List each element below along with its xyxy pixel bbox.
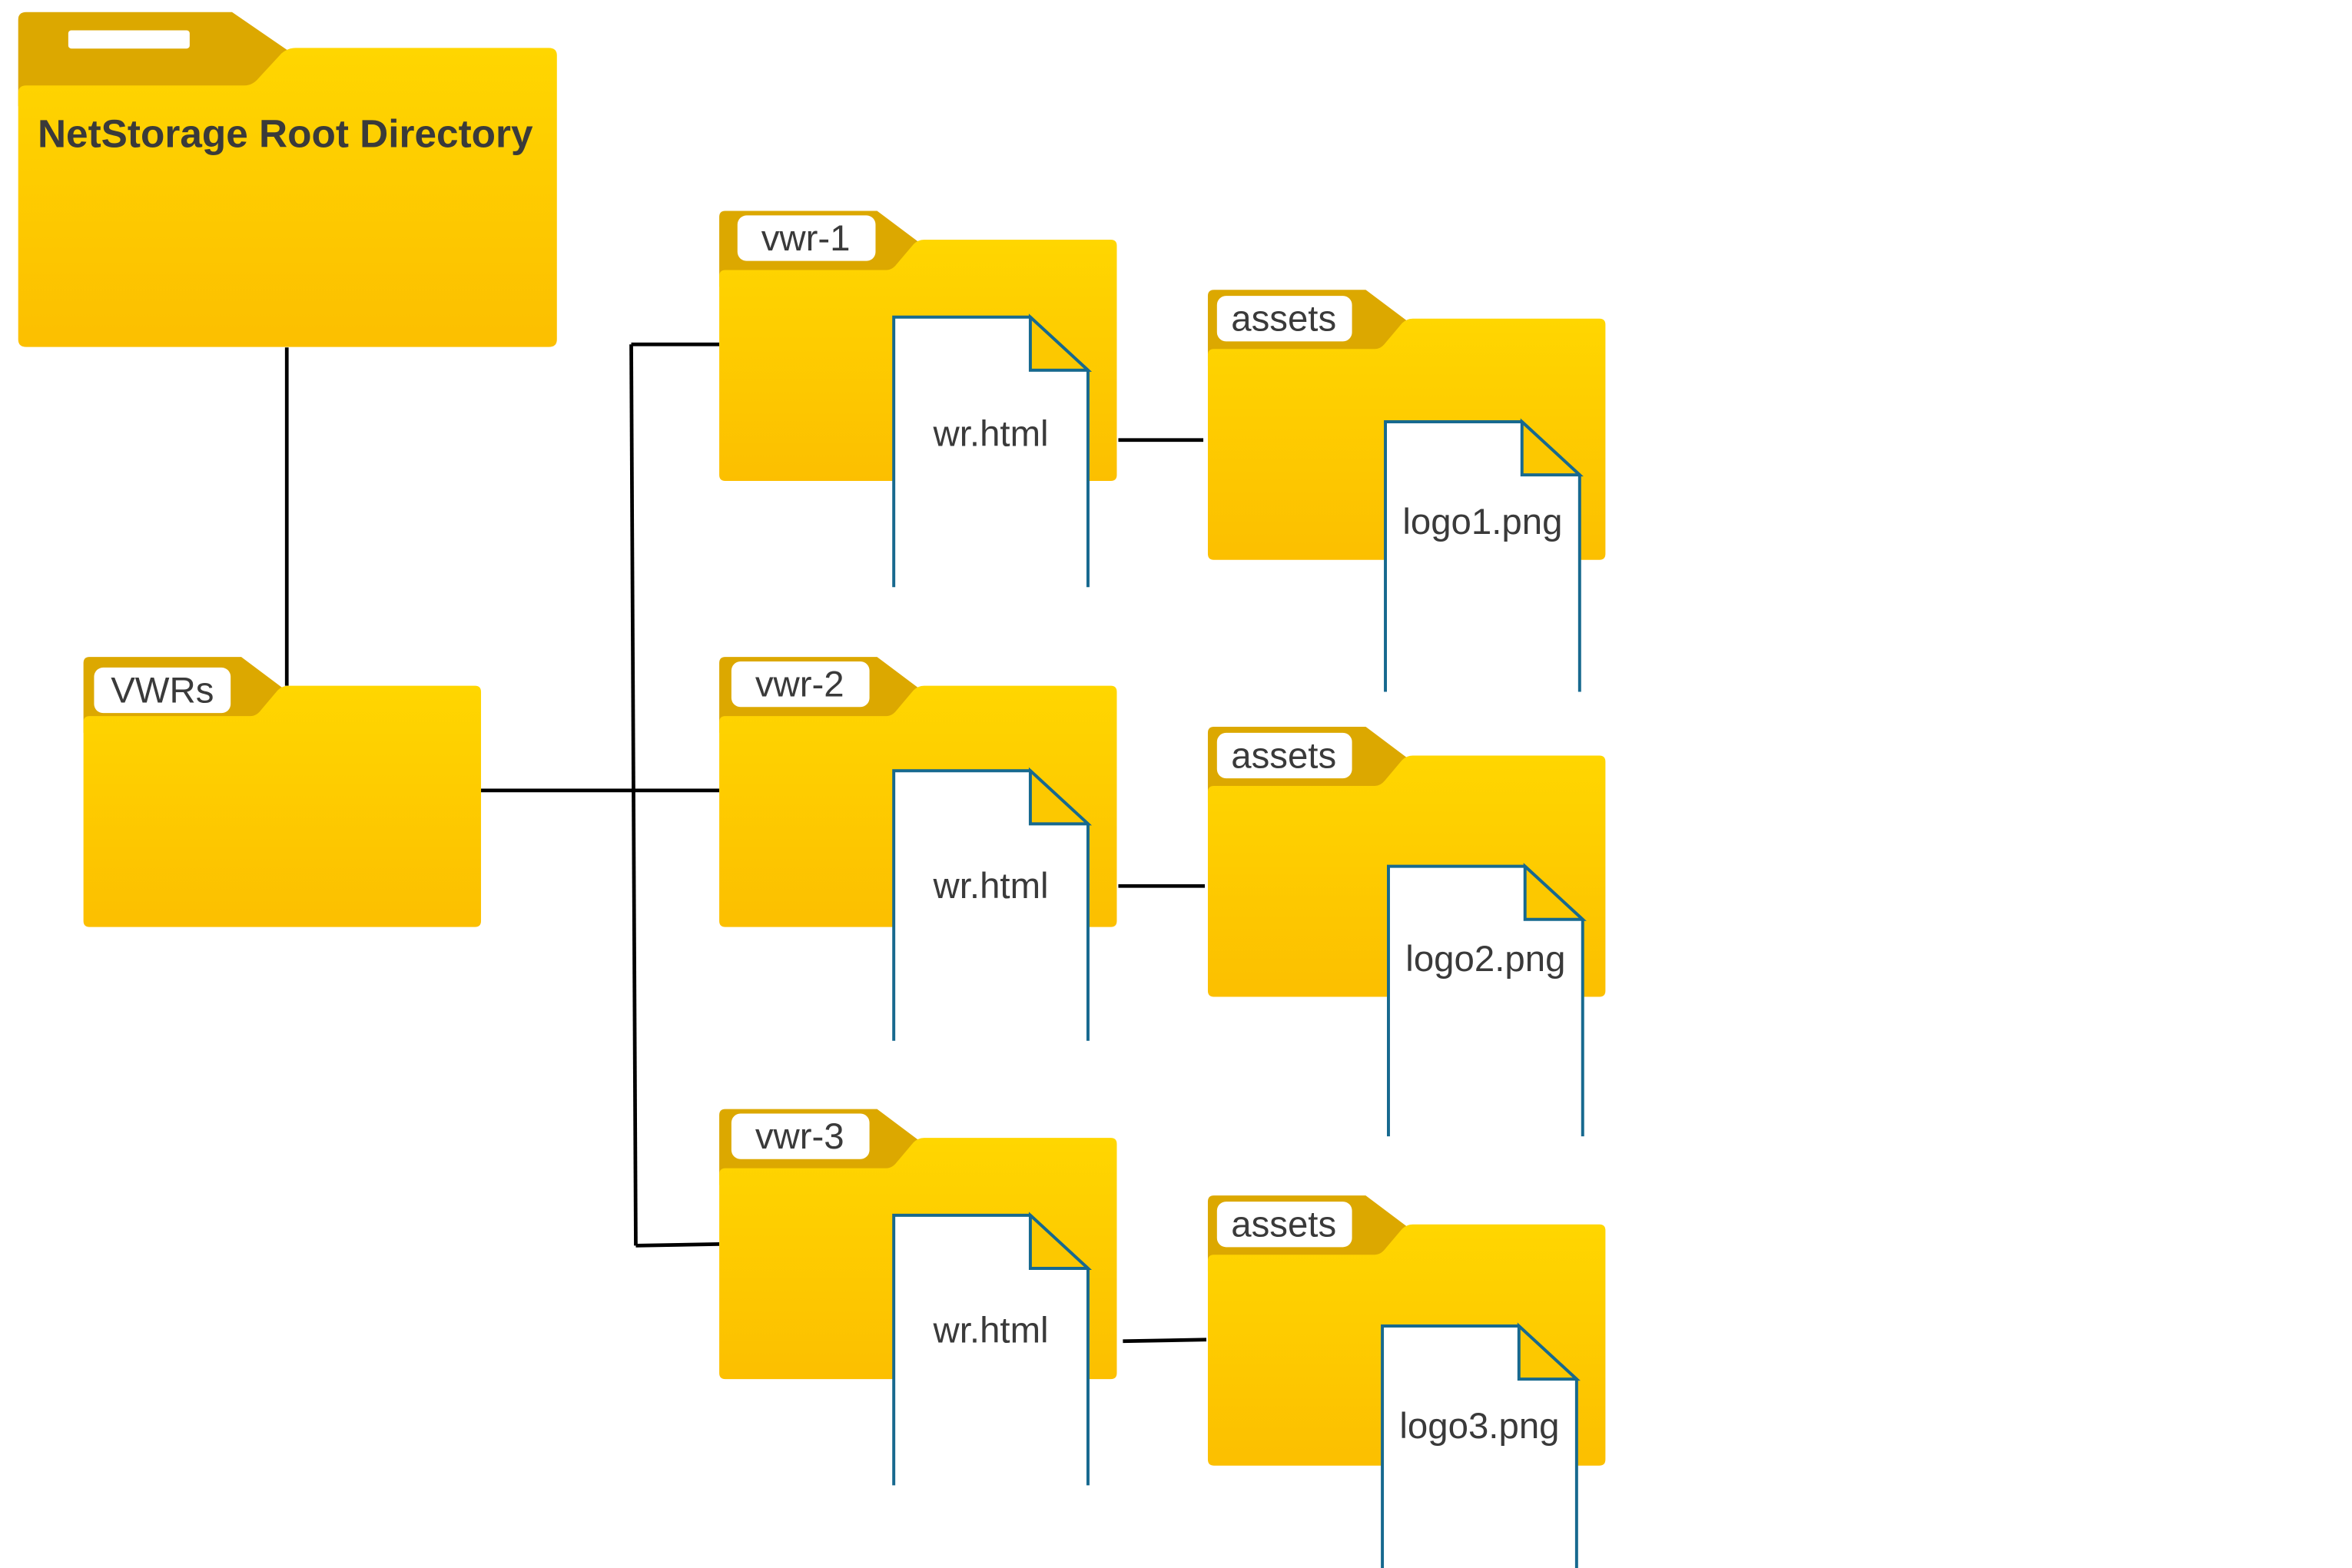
file-name: wr.html	[933, 866, 1049, 907]
folder-label-pill	[1216, 296, 1352, 342]
folder-label: assets	[1231, 299, 1336, 340]
assets-folder-2[interactable]: assets	[1207, 726, 1606, 997]
folder-label: VWRs	[111, 670, 214, 711]
folder-label-pill	[94, 667, 231, 714]
assets-folder-1[interactable]: assets	[1207, 290, 1606, 560]
file-logo1-png[interactable]: logo1.png	[1384, 420, 1581, 694]
connector-vwr-3	[635, 1242, 720, 1248]
root-folder-title: NetStorage Root Directory	[38, 112, 533, 156]
folder-icon	[18, 12, 557, 347]
connector-vertical-bus	[629, 344, 638, 1246]
connector-assets-3	[1123, 1338, 1207, 1344]
file-icon	[1384, 420, 1581, 694]
folder-label: assets	[1231, 735, 1336, 776]
connectors	[284, 342, 1207, 1344]
assets-folder-3[interactable]: assets	[1207, 1195, 1606, 1466]
vwr-folder-2[interactable]: vwr-2	[719, 657, 1117, 927]
folder-label-slot	[68, 30, 190, 49]
file-name: wr.html	[933, 1311, 1049, 1351]
file-name: wr.html	[933, 414, 1049, 455]
folder-label-pill	[731, 1113, 870, 1159]
vwr-folder-3[interactable]: vwr-3	[719, 1109, 1117, 1380]
file-wr-html-1[interactable]: wr.html	[892, 315, 1090, 589]
folder-label: vwr-2	[755, 664, 844, 704]
folder-label-pill	[737, 215, 876, 261]
file-icon	[1381, 1324, 1578, 1568]
folder-label: assets	[1231, 1204, 1336, 1245]
folder-label-pill	[731, 661, 870, 708]
vwr-folder-1[interactable]: vwr-1	[719, 211, 1117, 482]
file-logo2-png[interactable]: logo2.png	[1387, 864, 1584, 1139]
folder-label: vwr-1	[761, 218, 851, 259]
file-wr-html-3[interactable]: wr.html	[892, 1213, 1090, 1487]
file-logo3-png[interactable]: logo3.png	[1381, 1324, 1578, 1568]
file-icon	[1387, 864, 1584, 1139]
root-folder[interactable]: NetStorage Root Directory	[18, 12, 557, 347]
file-name: logo1.png	[1402, 502, 1562, 542]
folder-label: vwr-3	[755, 1116, 844, 1157]
vwrs-folder[interactable]: VWRs	[83, 657, 482, 927]
folder-label-pill	[1216, 732, 1352, 779]
file-name: logo3.png	[1399, 1406, 1559, 1447]
file-wr-html-2[interactable]: wr.html	[892, 769, 1090, 1043]
folder-label-pill	[1216, 1202, 1352, 1248]
file-name: logo2.png	[1405, 939, 1565, 980]
